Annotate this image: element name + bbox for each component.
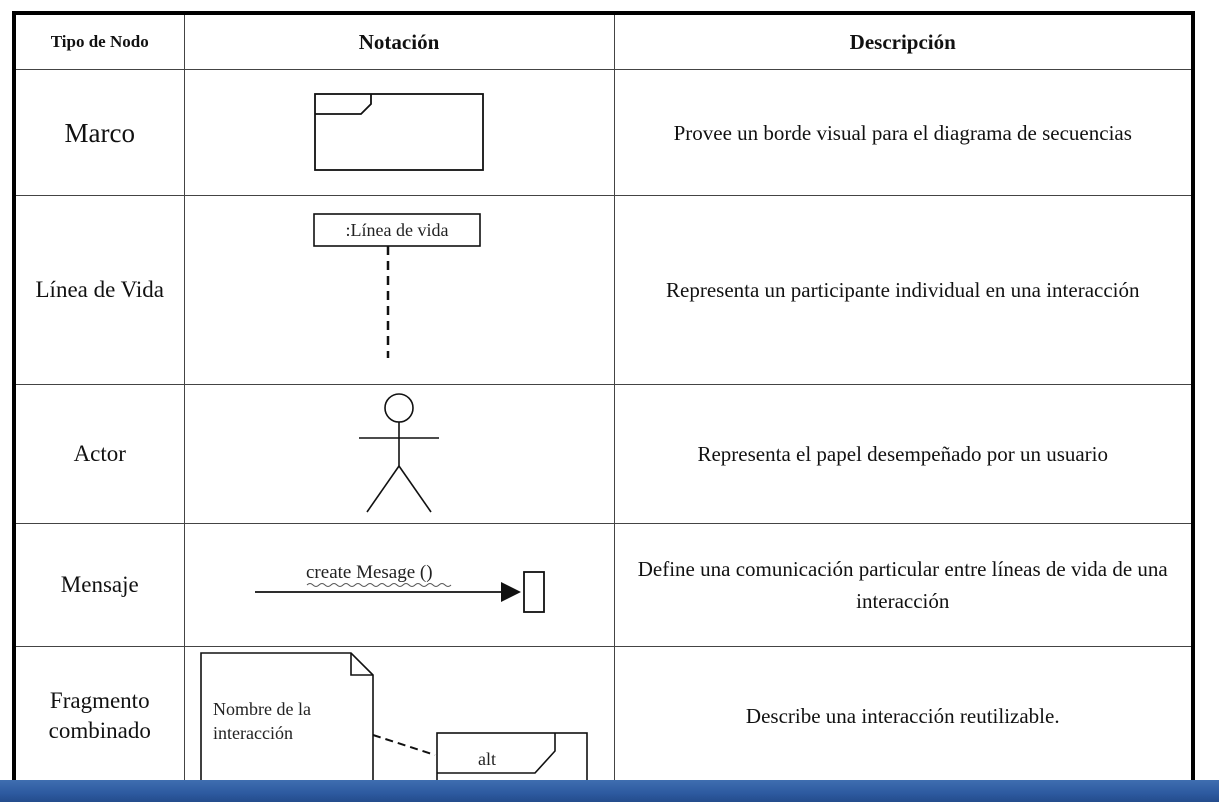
notation-mensaje: create Mesage () bbox=[183, 523, 615, 647]
message-arrow-notation-icon: create Mesage () bbox=[255, 562, 545, 613]
table-row-marco: Marco Provee un borde visual para el dia… bbox=[16, 69, 1191, 196]
lifeline-notation-icon: :Línea de vida bbox=[313, 213, 481, 358]
node-type-fragmento-combinado: Fragmento combinado bbox=[16, 646, 185, 785]
table-row-fragmento-combinado: Fragmento combinado Nombre de la interac… bbox=[16, 646, 1191, 785]
fragment-operator-label: alt bbox=[478, 749, 496, 769]
footer-bar bbox=[0, 780, 1219, 802]
notation-fragmento-combinado: Nombre de la interacción alt bbox=[183, 646, 615, 785]
header-descripcion: Descripción bbox=[613, 15, 1191, 70]
header-row: Tipo de Nodo Notación Descripción bbox=[16, 15, 1191, 70]
node-type-marco: Marco bbox=[16, 69, 185, 196]
description-fragmento-combinado: Describe una interacción reutilizable. bbox=[613, 646, 1191, 785]
node-type-linea-de-vida: Línea de Vida bbox=[16, 195, 185, 385]
node-type-actor: Actor bbox=[16, 384, 185, 524]
header-tipo-de-nodo: Tipo de Nodo bbox=[16, 15, 185, 70]
description-marco: Provee un borde visual para el diagrama … bbox=[613, 69, 1191, 196]
actor-stick-figure-icon bbox=[359, 393, 439, 513]
combined-fragment-notation-icon: Nombre de la interacción alt bbox=[200, 651, 588, 783]
description-linea-de-vida: Representa un participante individual en… bbox=[613, 195, 1191, 385]
message-label: create Mesage () bbox=[306, 562, 433, 583]
page-right-margin bbox=[1205, 0, 1219, 780]
description-mensaje: Define una comunicación particular entre… bbox=[613, 523, 1191, 647]
table-row-mensaje: Mensaje create Mesage () Define una comu… bbox=[16, 523, 1191, 647]
notation-marco bbox=[183, 69, 615, 196]
notation-actor bbox=[183, 384, 615, 524]
description-actor: Representa el papel desempeñado por un u… bbox=[613, 384, 1191, 524]
lifeline-label: :Línea de vida bbox=[346, 220, 449, 240]
uml-node-table: Tipo de Nodo Notación Descripción Marco … bbox=[12, 11, 1195, 791]
table-row-actor: Actor Representa el papel desempeñado po… bbox=[16, 384, 1191, 524]
frame-notation-icon bbox=[314, 92, 484, 171]
table-row-linea-de-vida: Línea de Vida :Línea de vida Representa … bbox=[16, 195, 1191, 385]
header-notacion: Notación bbox=[183, 15, 615, 70]
node-table: Tipo de Nodo Notación Descripción Marco … bbox=[16, 15, 1191, 785]
node-type-mensaje: Mensaje bbox=[16, 523, 185, 647]
note-label: Nombre de la interacción bbox=[213, 699, 315, 743]
notation-linea-de-vida: :Línea de vida bbox=[183, 195, 615, 385]
